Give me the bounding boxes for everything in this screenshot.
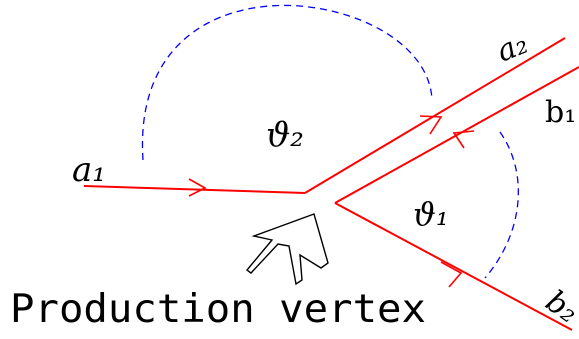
track-a2 xyxy=(304,37,566,194)
label-theta2: ϑ₂ xyxy=(266,115,304,155)
angle-arc-theta2 xyxy=(141,4,433,161)
arrowhead-a2 xyxy=(419,115,443,135)
caption-production-vertex: Production vertex xyxy=(10,287,426,332)
track-a1 xyxy=(83,185,306,194)
label-theta1: ϑ₁ xyxy=(413,195,449,233)
track-b1 xyxy=(334,66,579,204)
angle-arc-theta1 xyxy=(484,131,519,279)
label-b1: b₁ xyxy=(545,95,576,130)
track-b2 xyxy=(334,202,573,331)
label-a1: a₁ xyxy=(72,150,106,190)
arrowhead-b1 xyxy=(452,130,475,149)
label-a2: a₂ xyxy=(492,26,533,70)
arrowhead-b2 xyxy=(440,261,463,288)
arrowhead-a1 xyxy=(188,178,207,197)
label-b2: b₂ xyxy=(539,284,579,331)
vertex-pointer-icon xyxy=(245,213,329,286)
